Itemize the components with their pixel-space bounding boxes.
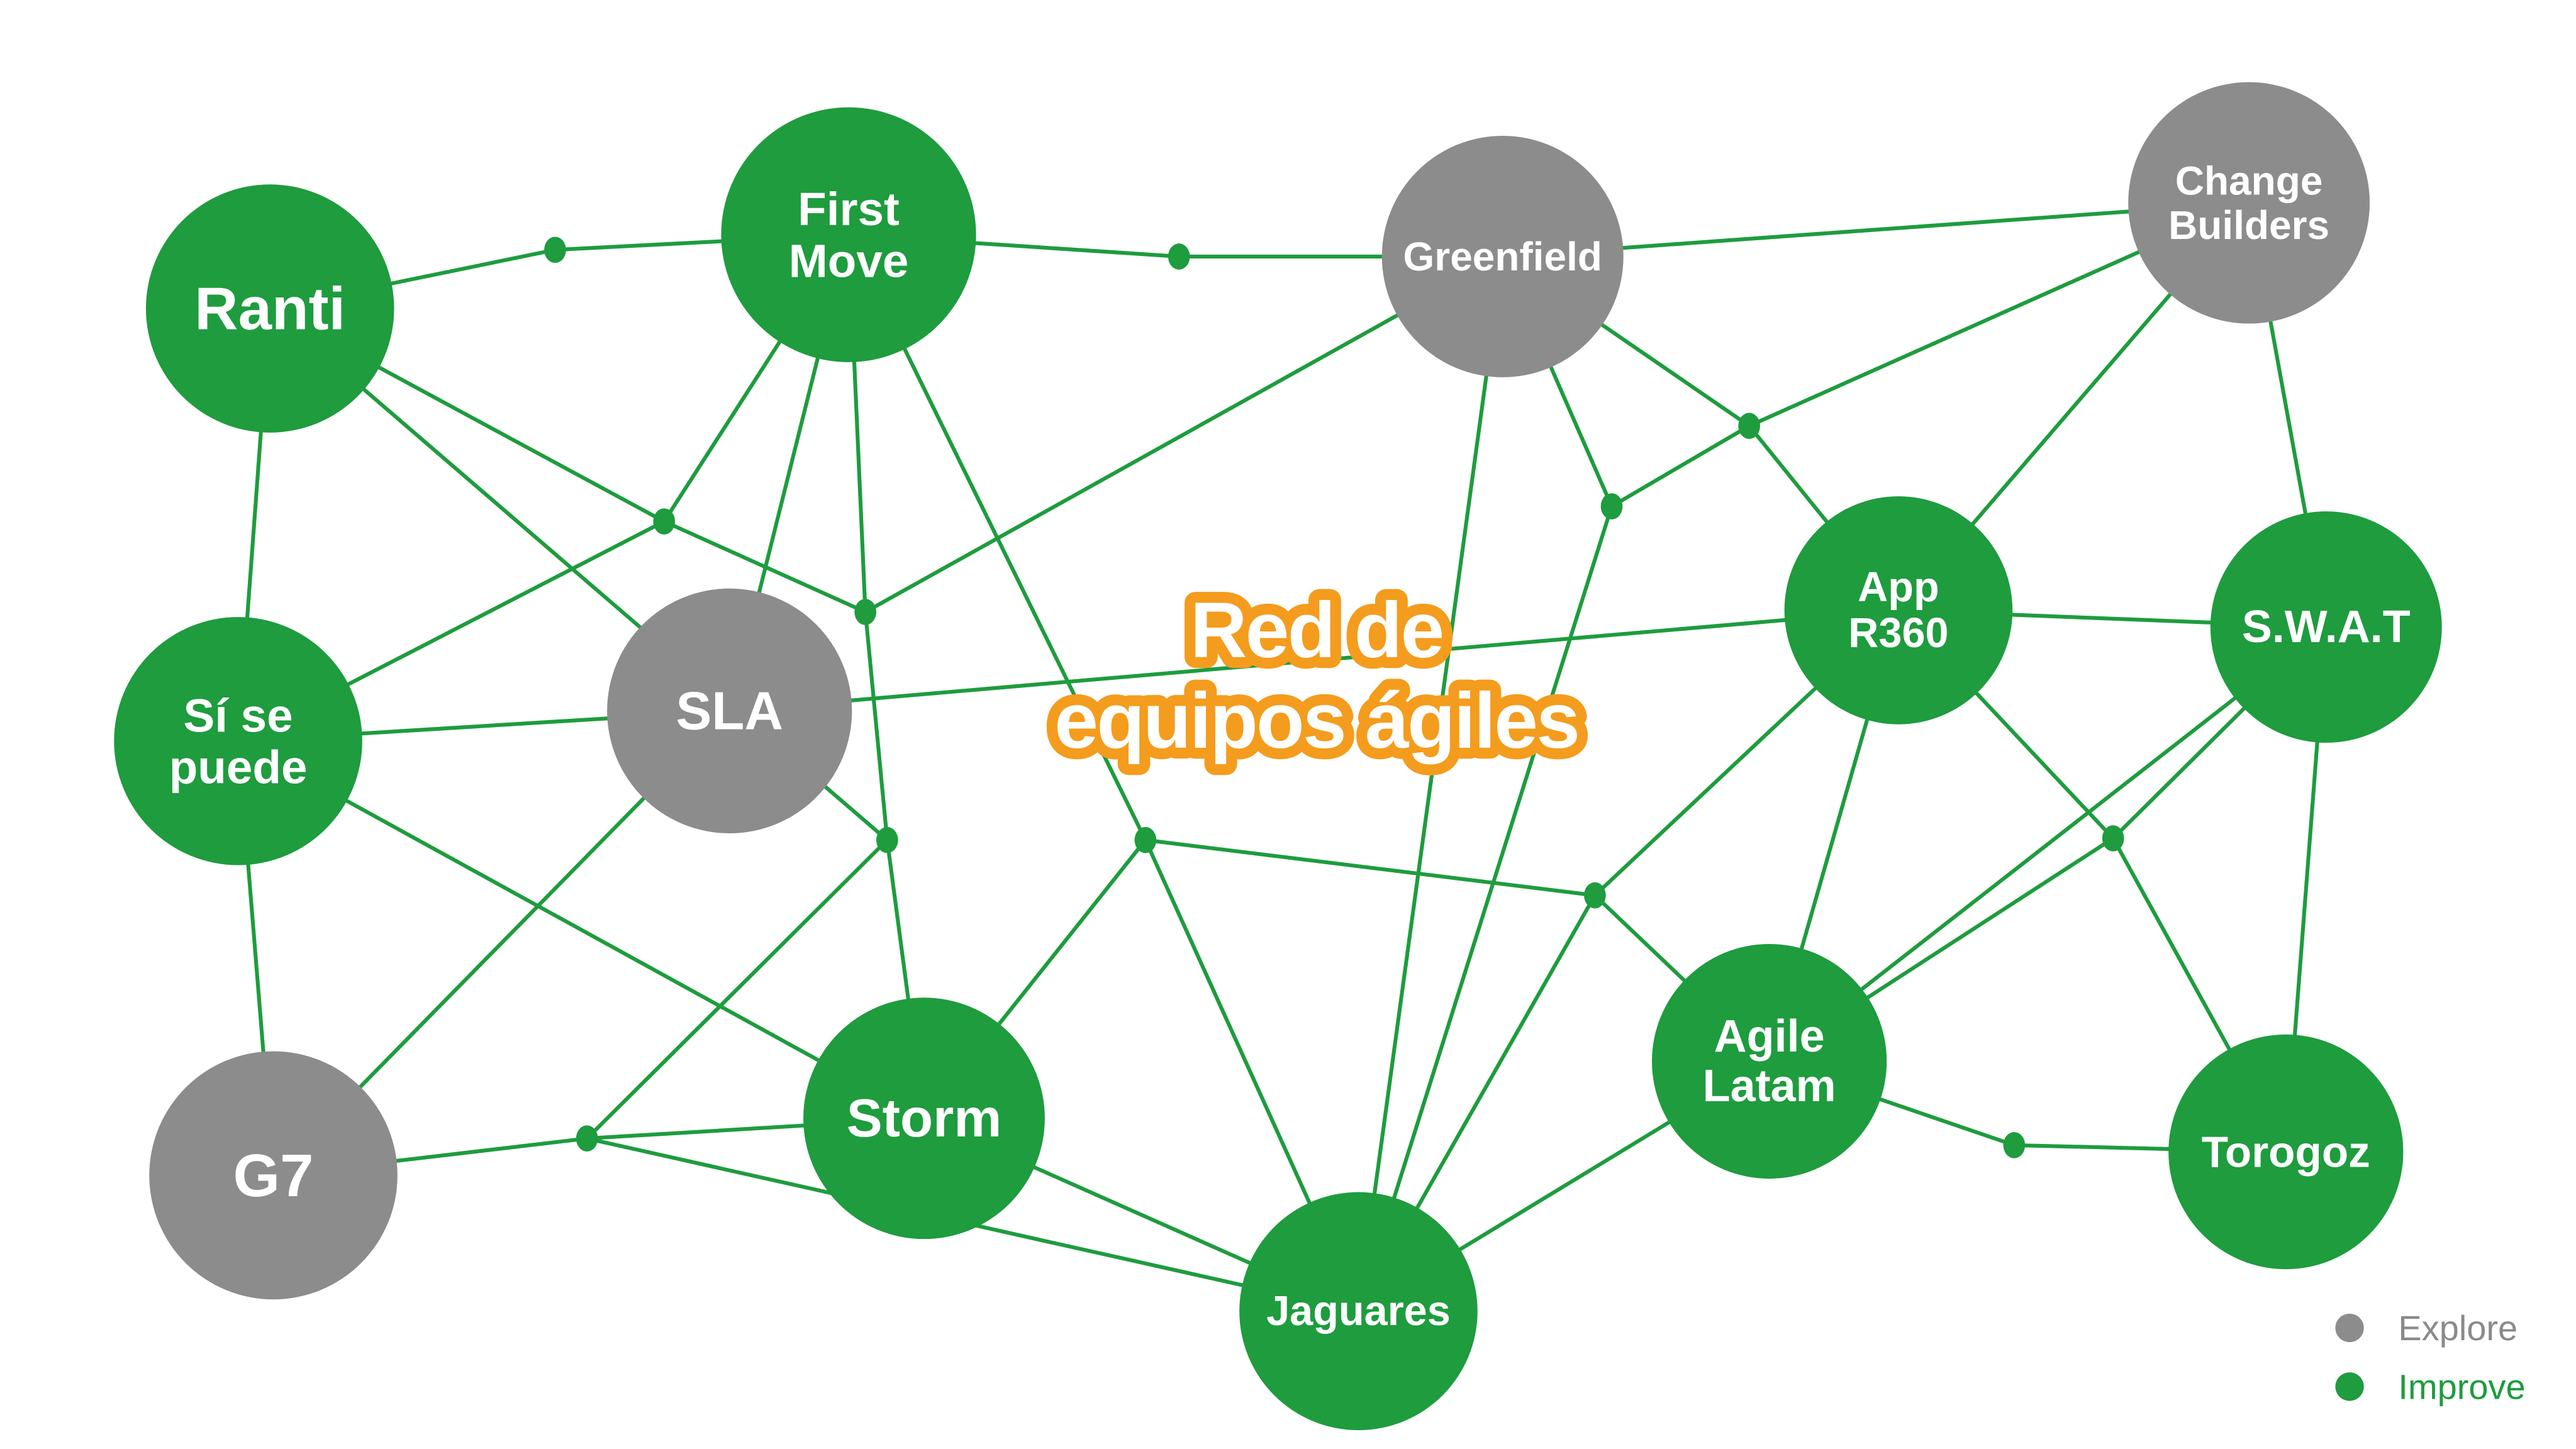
junction-dot-d10 — [576, 1125, 598, 1152]
junction-dot-d4 — [1600, 493, 1623, 519]
node-circle-first-move — [721, 107, 976, 362]
node-greenfield: Greenfield — [1381, 135, 1624, 377]
node-circle-g7 — [149, 1051, 398, 1300]
junction-dot-d6 — [854, 599, 876, 625]
node-circle-sla — [607, 588, 852, 834]
junctions-layer — [544, 236, 2124, 1158]
junction-dot-d2 — [1168, 243, 1190, 270]
node-label-ranti: Ranti — [194, 275, 345, 342]
junction-dot-d7 — [876, 826, 898, 853]
node-label-g7: G7 — [233, 1141, 314, 1209]
junction-dot-d3 — [1738, 413, 1760, 439]
node-label-sla: SLA — [676, 681, 783, 741]
node-sla: SLA — [607, 588, 852, 834]
edge-si-se-puede-storm — [237, 739, 925, 1120]
node-torogoz: Torogoz — [2168, 1034, 2404, 1270]
node-circle-torogoz — [2168, 1034, 2404, 1270]
edge-agile-latam-swat — [1768, 625, 2328, 1063]
junction-dot-d11 — [2102, 825, 2124, 852]
junction-dot-d1 — [544, 236, 566, 264]
legend-item-improve: Improve — [2335, 1367, 2526, 1406]
node-ranti: Ranti — [145, 184, 394, 433]
junction-dot-d5 — [653, 508, 676, 535]
diagram-title-line1: Red de — [1190, 586, 1443, 674]
node-circle-greenfield — [1381, 135, 1624, 377]
node-label-swat: S.W.A.T — [2242, 602, 2411, 652]
legend-dot-improve — [2335, 1372, 2364, 1401]
edge-greenfield-jaguares — [1356, 256, 1505, 1312]
node-circle-si-se-puede — [114, 617, 362, 865]
edge-sla-app-r360 — [729, 608, 1899, 713]
edge-d7-d10 — [585, 838, 889, 1140]
legend-label-explore: Explore — [2398, 1308, 2517, 1348]
edge-d8-d9 — [1145, 838, 1595, 897]
node-g7: G7 — [149, 1051, 398, 1300]
node-label-jaguares: Jaguares — [1266, 1288, 1451, 1335]
edge-d3-d4 — [1610, 424, 1751, 508]
node-jaguares: Jaguares — [1239, 1192, 1478, 1431]
junction-dot-d9 — [1584, 882, 1606, 909]
node-storm: Storm — [803, 997, 1045, 1240]
node-circle-storm — [803, 997, 1045, 1240]
legend-dot-explore — [2335, 1313, 2364, 1343]
node-label-torogoz: Torogoz — [2202, 1128, 2370, 1177]
legend-item-explore: Explore — [2335, 1308, 2517, 1348]
junction-dot-d12 — [2003, 1132, 2026, 1158]
legend-label-improve: Improve — [2398, 1367, 2525, 1406]
node-circle-jaguares — [1239, 1192, 1478, 1431]
node-label-greenfield: Greenfield — [1403, 234, 1602, 279]
node-circle-agile-latam — [1652, 943, 1887, 1179]
edge-greenfield-change-builders — [1502, 201, 2250, 258]
diagram-title-line2: equipos ágiles — [1054, 677, 1578, 765]
node-circle-change-builders — [2128, 82, 2370, 324]
node-circle-swat — [2210, 511, 2442, 743]
node-circle-ranti — [145, 184, 394, 433]
edge-d6-d7 — [863, 611, 889, 840]
edge-greenfield-d6 — [864, 255, 1504, 614]
node-swat: S.W.A.T — [2210, 511, 2442, 743]
node-label-storm: Storm — [847, 1089, 1001, 1148]
node-circle-app-r360 — [1784, 496, 2013, 724]
junction-dot-d8 — [1134, 826, 1157, 853]
